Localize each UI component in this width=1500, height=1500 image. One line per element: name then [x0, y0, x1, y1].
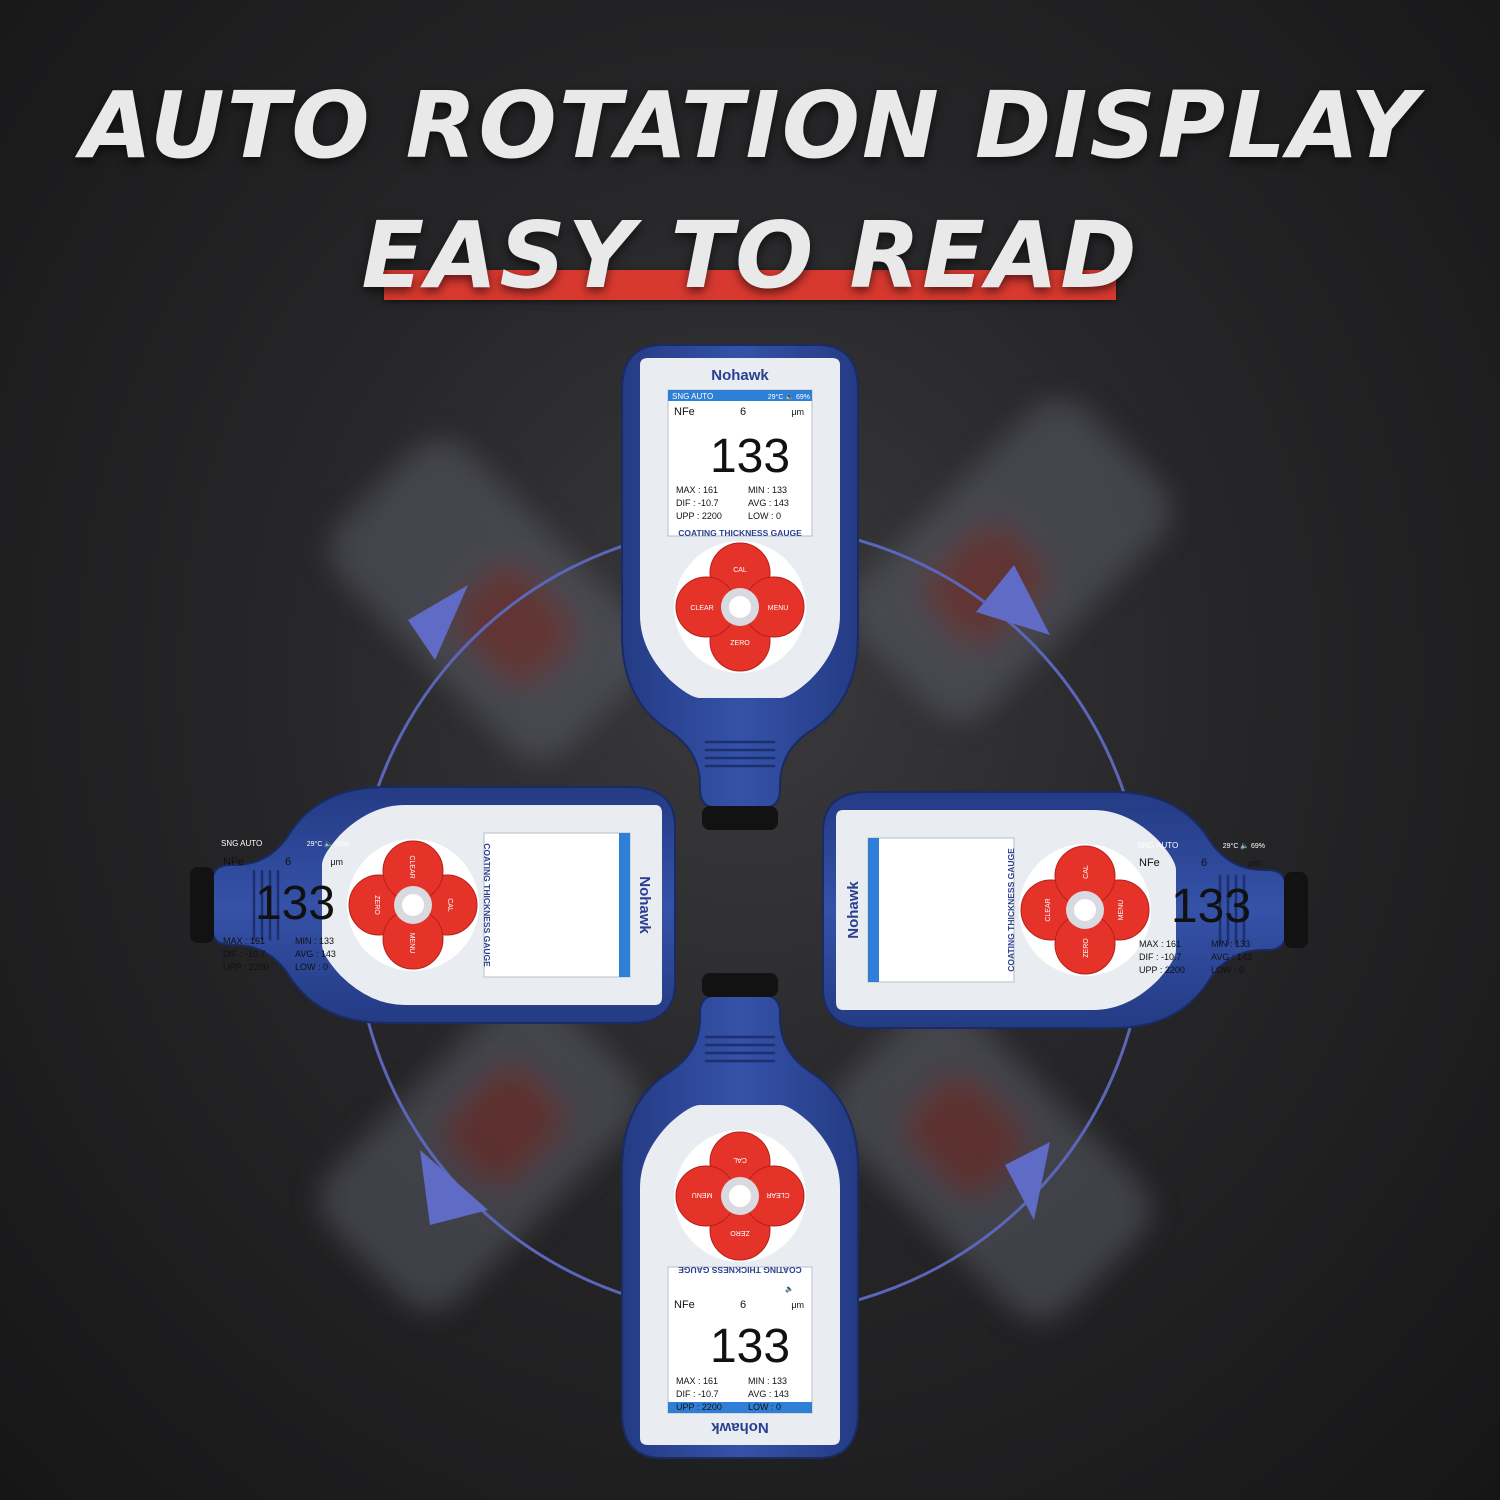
- stat-avg: AVG : 143: [295, 949, 336, 959]
- count-label: 6: [285, 856, 291, 868]
- stat-upp: UPP : 2200: [676, 511, 722, 521]
- screen-mode: SNG AUTO: [672, 392, 713, 401]
- unit-label: μm: [791, 1300, 804, 1310]
- motion-blur-ghosts: [319, 399, 1171, 1321]
- thickness-reading: 133: [710, 1320, 790, 1373]
- stat-max: MAX : 161: [676, 1376, 718, 1386]
- unit-label: μm: [1248, 858, 1261, 868]
- stat-min: MIN : 133: [295, 936, 334, 946]
- cal-button[interactable]: CAL: [446, 898, 453, 912]
- clear-button[interactable]: CLEAR: [408, 855, 415, 878]
- brand-label: Nohawk: [636, 876, 653, 934]
- arrow-bottom-left-icon: [420, 1150, 488, 1225]
- gauge-left-screen: SNG AUTO 29°C 🔈 69% NFe 6 μm 133 MAX : 1…: [221, 839, 349, 972]
- brand-label: Nohawk: [711, 1419, 769, 1436]
- screen-mode: SNG AUTO: [1137, 841, 1178, 850]
- stat-avg: AVG : 143: [1211, 952, 1252, 962]
- stat-min: MIN : 133: [748, 485, 787, 495]
- stat-upp: UPP : 2200: [223, 962, 269, 972]
- cal-button[interactable]: CAL: [1083, 865, 1090, 879]
- rotation-arrows: [408, 565, 1050, 1225]
- brand-label: Nohawk: [711, 367, 769, 384]
- arrow-bottom-right-icon: [1005, 1142, 1050, 1220]
- menu-button[interactable]: MENU: [768, 605, 789, 612]
- model-label: COATING THICKNESS GAUGE: [482, 843, 492, 967]
- headline-line-1: AUTO ROTATION DISPLAY: [80, 72, 1420, 179]
- thickness-reading: 133: [1171, 880, 1251, 933]
- gauge-top-labels: Nohawk SNG AUTO 29°C 🔈 69% NFe 6 μm 133 …: [672, 367, 810, 647]
- stat-dif: DIF : -10.7: [676, 498, 719, 508]
- count-label: 6: [740, 1299, 746, 1311]
- cal-button[interactable]: CAL: [733, 567, 747, 574]
- screen-status: 29°C 🔈 69%: [1223, 842, 1265, 850]
- stat-min: MIN : 133: [748, 1376, 787, 1386]
- headline-underline-bar: [384, 270, 1116, 300]
- stat-max: MAX : 161: [676, 485, 718, 495]
- probe-label: NFe: [223, 856, 244, 868]
- menu-button[interactable]: MENU: [692, 1191, 713, 1198]
- stat-low: LOW : 0: [748, 511, 781, 521]
- stat-min: MIN : 133: [1211, 939, 1250, 949]
- gauge-bottom-screen: SNG AUTO 29°C 🔈 69% NFe 6 μm 133 MAX : 1…: [672, 1284, 810, 1412]
- probe-label: NFe: [674, 406, 695, 418]
- clear-button[interactable]: CLEAR: [766, 1191, 789, 1198]
- screen-status: 29°C 🔈 69%: [768, 1285, 810, 1293]
- headline-line-2: EASY TO READ: [361, 202, 1139, 309]
- zero-button[interactable]: ZERO: [373, 895, 380, 915]
- gauge-bottom: [620, 971, 860, 1460]
- clear-button[interactable]: CLEAR: [690, 605, 713, 612]
- model-label: COATING THICKNESS GAUGE: [678, 528, 802, 538]
- stat-avg: AVG : 143: [748, 1389, 789, 1399]
- model-label: COATING THICKNESS GAUGE: [678, 1265, 802, 1275]
- cal-button[interactable]: CAL: [733, 1156, 747, 1163]
- stat-max: MAX : 161: [223, 936, 265, 946]
- clear-button[interactable]: CLEAR: [1045, 898, 1052, 921]
- stat-upp: UPP : 2200: [1139, 965, 1185, 975]
- menu-button[interactable]: MENU: [1118, 900, 1125, 921]
- screen-mode: SNG AUTO: [221, 839, 262, 848]
- screen-mode: SNG AUTO: [672, 1284, 713, 1293]
- thickness-reading: 133: [710, 430, 790, 483]
- menu-button[interactable]: MENU: [408, 933, 415, 954]
- zero-button[interactable]: ZERO: [730, 1229, 750, 1236]
- stat-avg: AVG : 143: [748, 498, 789, 508]
- unit-label: μm: [791, 407, 804, 417]
- zero-button[interactable]: ZERO: [730, 640, 750, 647]
- probe-label: NFe: [674, 1299, 695, 1311]
- stat-dif: DIF : -10.7: [223, 949, 266, 959]
- stat-dif: DIF : -10.7: [1139, 952, 1182, 962]
- stat-upp: UPP : 2200: [676, 1402, 722, 1412]
- probe-label: NFe: [1139, 857, 1160, 869]
- arrow-top-left-icon: [408, 585, 468, 660]
- gauge-bottom-labels: Nohawk COATING THICKNESS GAUGE ZERO CAL …: [678, 1156, 802, 1436]
- gauge-left-labels: Nohawk COATING THICKNESS GAUGE CAL ZERO …: [373, 843, 653, 967]
- stat-low: LOW : 0: [748, 1402, 781, 1412]
- brand-label: Nohawk: [845, 881, 862, 939]
- count-label: 6: [1201, 857, 1207, 869]
- stat-low: LOW : 0: [295, 962, 328, 972]
- stat-max: MAX : 161: [1139, 939, 1181, 949]
- model-label: COATING THICKNESS GAUGE: [1006, 848, 1016, 972]
- gauge-right-labels: Nohawk COATING THICKNESS GAUGE CLEAR MEN…: [845, 848, 1125, 972]
- stat-dif: DIF : -10.7: [676, 1389, 719, 1399]
- screen-status: 29°C 🔈 69%: [768, 393, 810, 401]
- gauge-right-screen: SNG AUTO 29°C 🔈 69% NFe 6 μm 133 MAX : 1…: [1137, 841, 1265, 975]
- zero-button[interactable]: ZERO: [1083, 938, 1090, 958]
- arrow-top-right-icon: [976, 565, 1050, 635]
- thickness-reading: 133: [255, 877, 335, 930]
- count-label: 6: [740, 406, 746, 418]
- screen-status: 29°C 🔈 69%: [307, 840, 349, 848]
- stat-low: LOW : 0: [1211, 965, 1244, 975]
- unit-label: μm: [330, 857, 343, 867]
